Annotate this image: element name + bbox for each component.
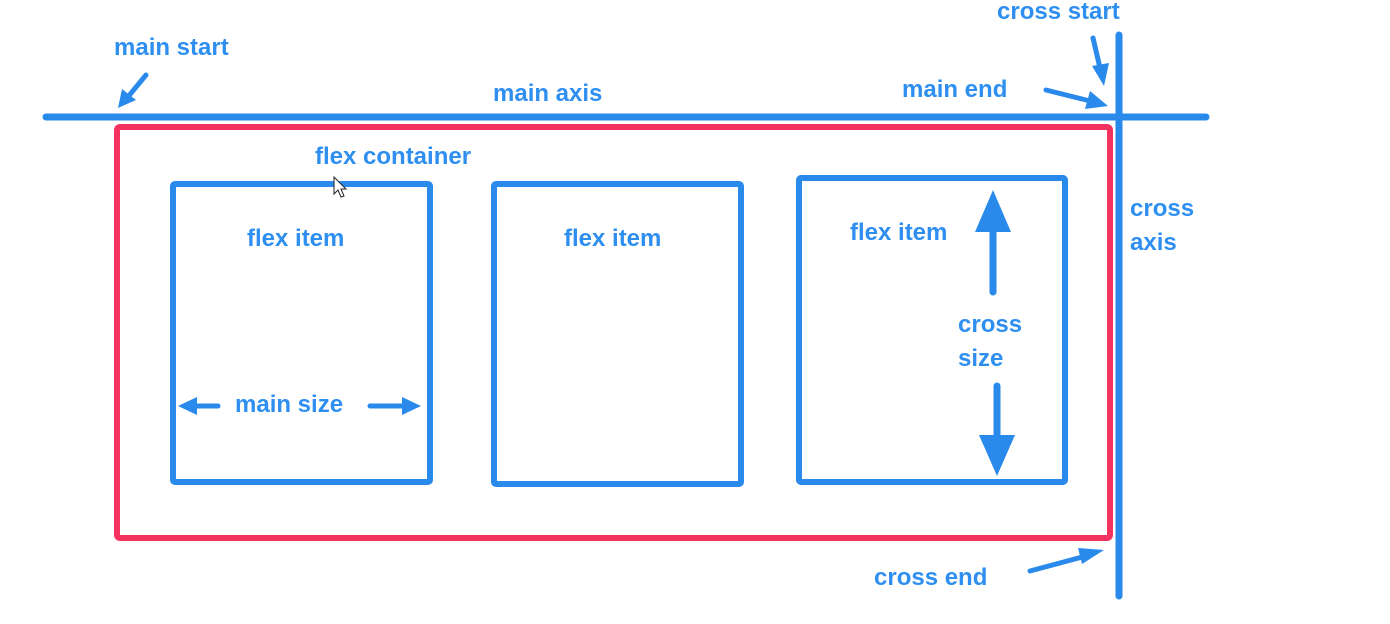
main-size-right-arrow — [367, 397, 421, 415]
main-size-label: main size — [235, 391, 343, 418]
flex-item-label-3: flex item — [850, 219, 947, 246]
main-start-label: main start — [114, 34, 229, 61]
cross-size-label-line2: size — [958, 345, 1003, 372]
cross-size-label-line1: cross — [958, 311, 1022, 338]
cross-start-label: cross start — [997, 0, 1120, 25]
cross-end-label: cross end — [874, 564, 987, 591]
cross-axis-label-line2: axis — [1130, 229, 1177, 256]
flex-item-box-2 — [491, 181, 744, 487]
flex-item-label-2: flex item — [564, 225, 661, 252]
flex-item-box-3 — [796, 175, 1068, 485]
main-size-left-arrow — [178, 397, 221, 415]
cross-axis-label-line1: cross — [1130, 195, 1194, 222]
flex-container-label: flex container — [315, 143, 471, 170]
cross-size-up-arrow — [975, 190, 1011, 296]
cross-start-arrow — [1090, 35, 1109, 86]
main-axis-label: main axis — [493, 80, 602, 107]
flex-container-box — [114, 124, 1113, 541]
main-end-arrow — [1043, 87, 1108, 109]
main-start-arrow — [118, 72, 149, 108]
flex-item-box-1 — [170, 181, 433, 485]
main-end-label: main end — [902, 76, 1007, 103]
flex-item-label-1: flex item — [247, 225, 344, 252]
mouse-cursor-icon — [333, 175, 348, 198]
cross-end-arrow — [1027, 548, 1104, 574]
cross-size-down-arrow — [979, 382, 1015, 476]
